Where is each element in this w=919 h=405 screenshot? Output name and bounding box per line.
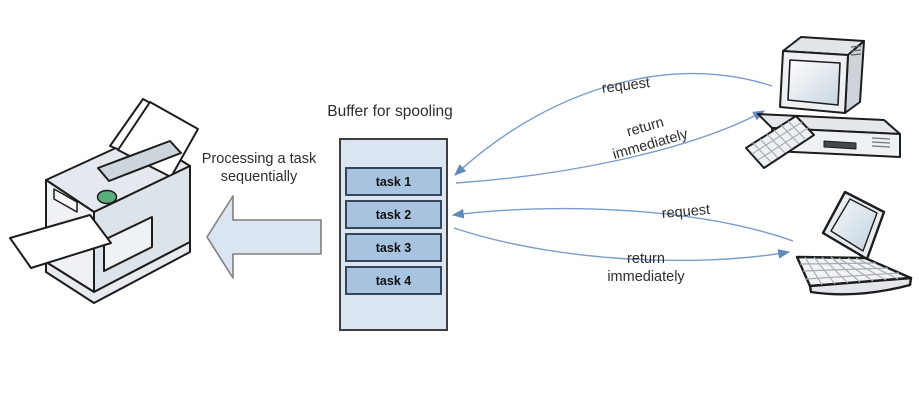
- desktop-keyboard: [745, 115, 815, 169]
- processing-label: Processing a task sequentially: [181, 151, 337, 186]
- desktop-return-arrow: [455, 110, 766, 184]
- task-row-3: task 3: [345, 233, 442, 262]
- processing-label-line1: Processing a task: [201, 151, 317, 167]
- task-row-2: task 2: [345, 200, 442, 229]
- left-block-arrow: [206, 195, 322, 279]
- printer-icon: [9, 98, 199, 304]
- task-row-1: task 1: [345, 167, 442, 196]
- laptop-return-label: return immediately: [588, 251, 704, 286]
- desktop-computer-icon: [745, 36, 901, 169]
- laptop-request-arrow: [451, 207, 794, 242]
- desktop-request-arrow: [454, 72, 773, 176]
- buffer-title: Buffer for spooling: [327, 103, 453, 120]
- laptop-screen: [830, 198, 878, 252]
- laptop-return-line2: immediately: [607, 268, 685, 285]
- spool-buffer: task 1 task 2 task 3 task 4: [339, 138, 448, 331]
- processing-label-line2: sequentially: [220, 168, 298, 185]
- printer-power-button: [96, 189, 118, 205]
- task-row-4: task 4: [345, 266, 442, 295]
- laptop-return-line1: return: [627, 251, 665, 267]
- laptop-icon: [795, 190, 913, 296]
- desktop-screen: [787, 59, 841, 106]
- desktop-floppy-slot: [823, 140, 857, 150]
- laptop-return-arrow: [453, 227, 791, 262]
